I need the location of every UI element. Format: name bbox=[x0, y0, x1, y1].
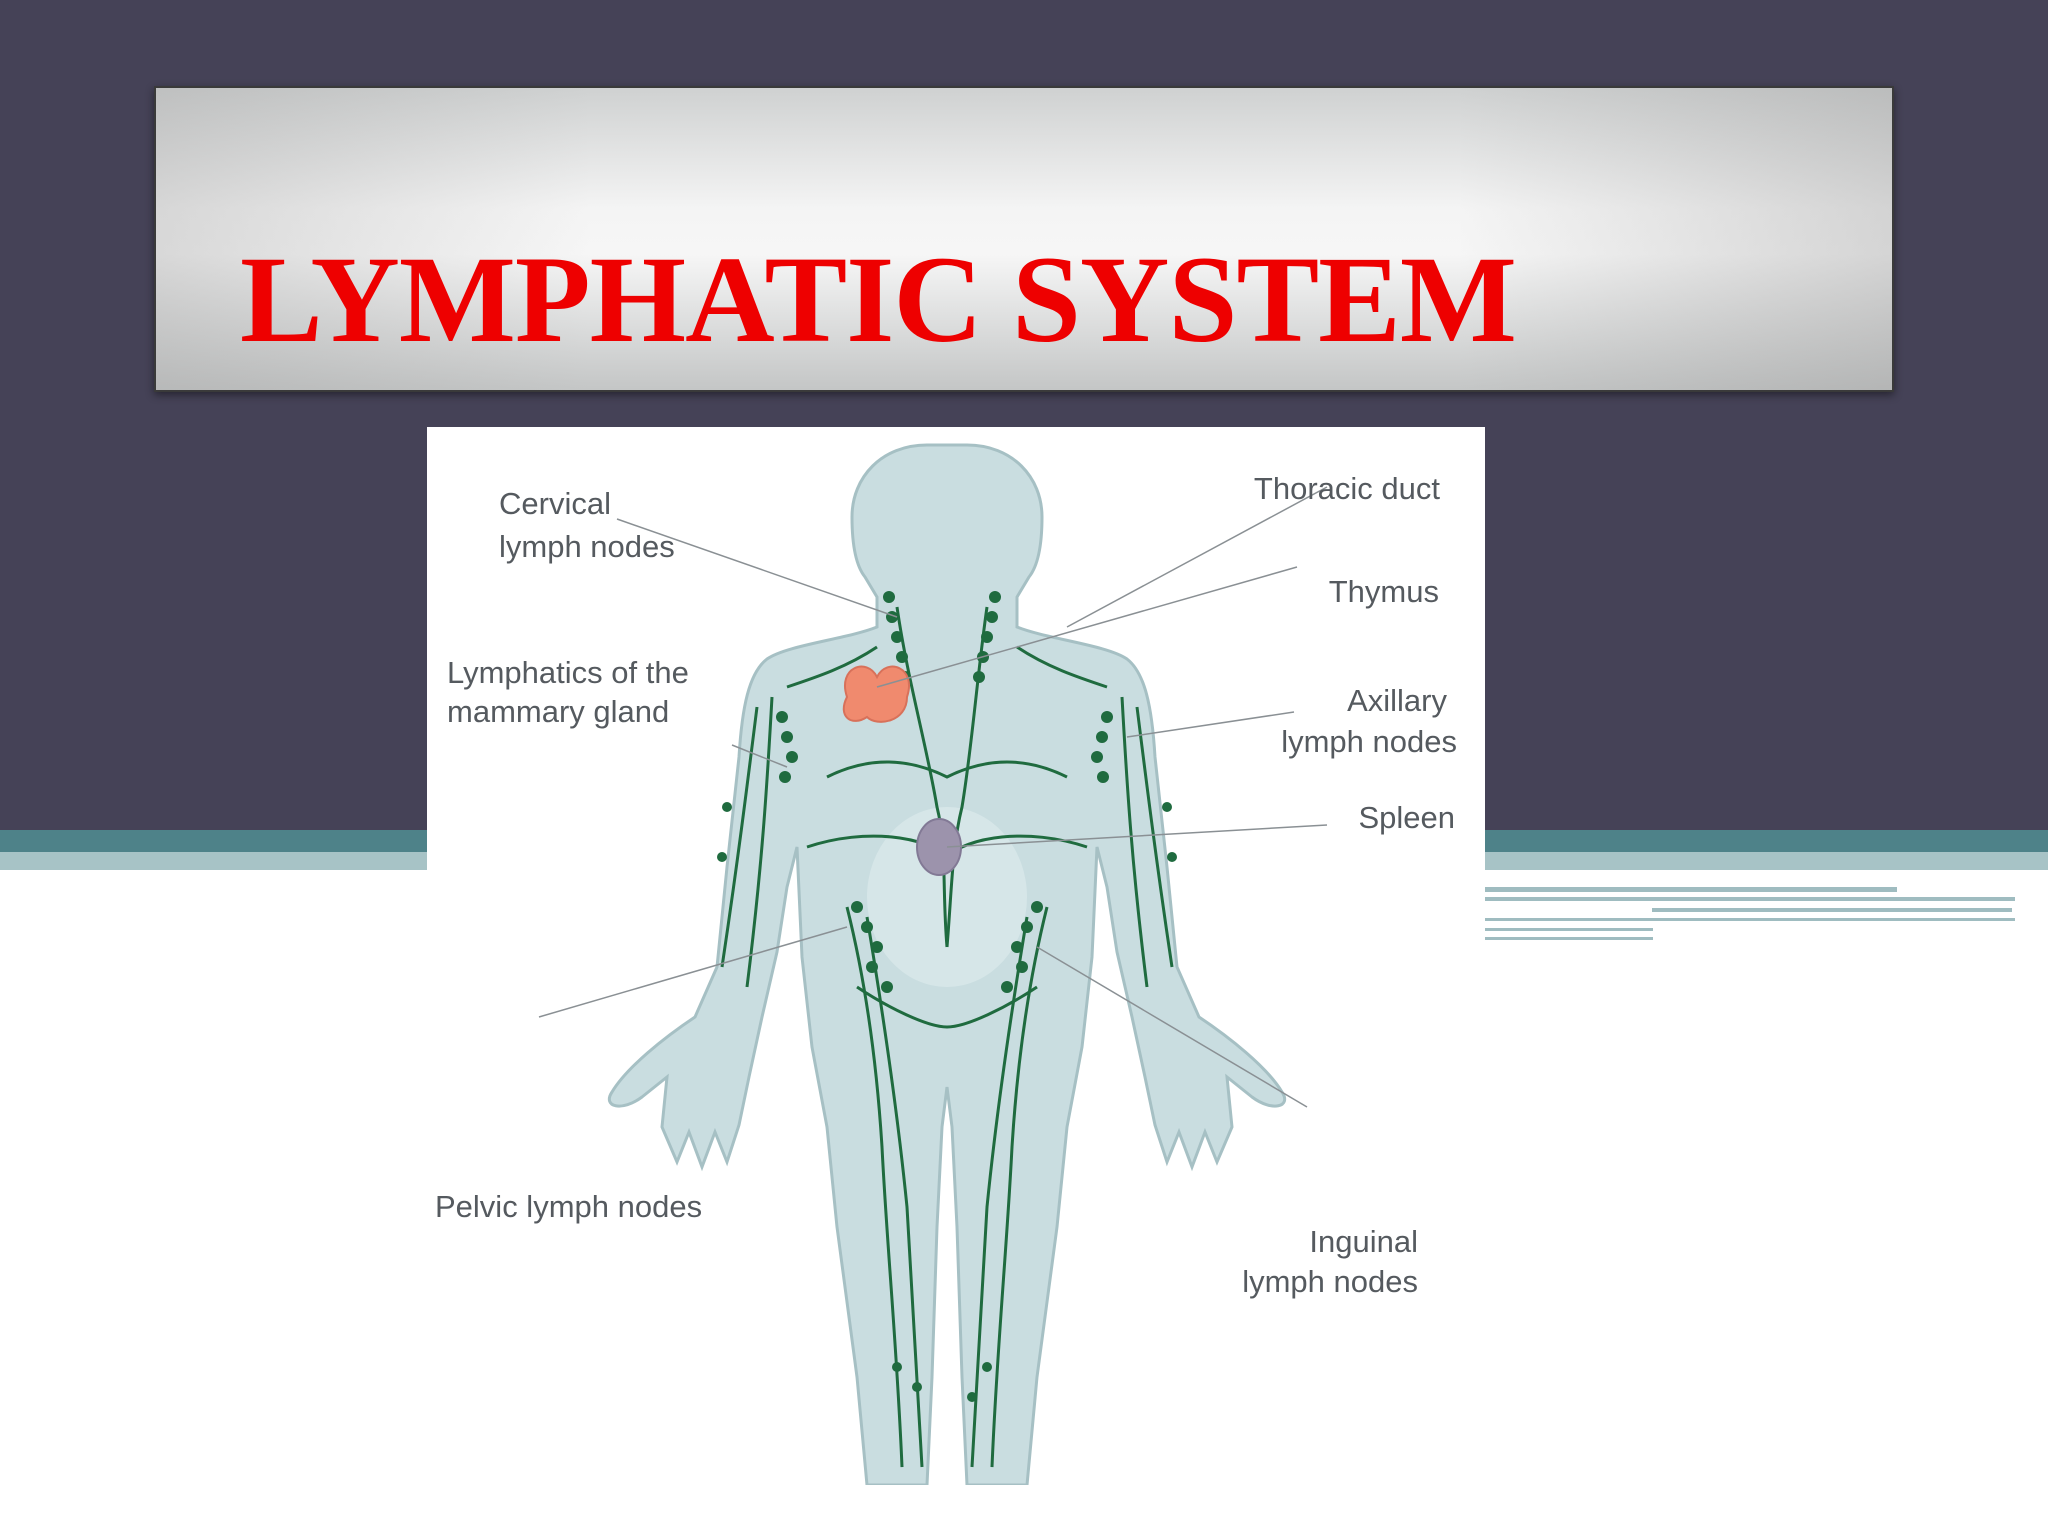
decorative-line bbox=[1485, 937, 1653, 940]
label-thoracic-duct: Thoracic duct bbox=[1254, 471, 1440, 506]
abdomen-highlight bbox=[867, 807, 1027, 987]
label-spleen: Spleen bbox=[1358, 800, 1455, 835]
label-pelvic: Pelvic lymph nodes bbox=[435, 1189, 702, 1224]
label-cervical-line1: Cervical bbox=[499, 486, 611, 521]
label-axillary-line1: Axillary bbox=[1347, 683, 1447, 718]
label-axillary-line2: lymph nodes bbox=[1281, 724, 1457, 759]
decorative-line bbox=[1485, 897, 2015, 901]
label-inguinal-line2: lymph nodes bbox=[1242, 1264, 1418, 1299]
decorative-line bbox=[1485, 887, 1897, 892]
leader-lines bbox=[538, 486, 1328, 1108]
title-banner: LYMPHATIC SYSTEM bbox=[154, 86, 1894, 392]
body-illustration: Cervical lymph nodes Lymphatics of the m… bbox=[435, 443, 1457, 1485]
label-mammary-line1: Lymphatics of the bbox=[447, 655, 689, 690]
decorative-line bbox=[1485, 918, 2015, 921]
label-inguinal-line1: Inguinal bbox=[1309, 1224, 1418, 1259]
decorative-line bbox=[1485, 928, 1653, 931]
decorative-line bbox=[1652, 908, 2012, 912]
label-mammary-line2: mammary gland bbox=[447, 694, 669, 729]
label-thymus: Thymus bbox=[1329, 574, 1439, 609]
spleen-organ bbox=[916, 818, 962, 876]
lymphatic-system-diagram: Cervical lymph nodes Lymphatics of the m… bbox=[427, 427, 1485, 1485]
thymus-organ bbox=[842, 665, 910, 723]
slide-title: LYMPHATIC SYSTEM bbox=[240, 231, 1517, 368]
label-cervical-line2: lymph nodes bbox=[499, 529, 675, 564]
